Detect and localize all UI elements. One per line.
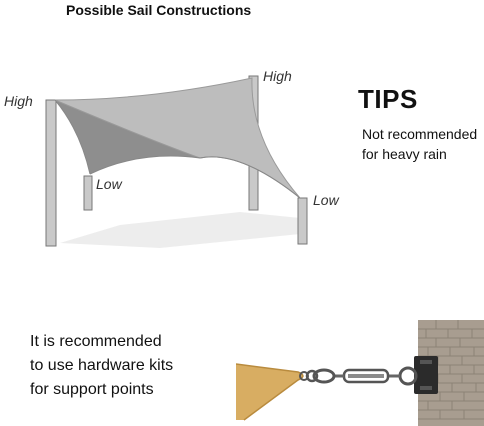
- label-low-right: Low: [313, 192, 339, 208]
- tips-text: Not recommended for heavy rain: [362, 124, 477, 164]
- pole-high-left: [45, 99, 57, 247]
- snap-hook: [305, 368, 336, 384]
- d-ring: [299, 371, 309, 381]
- pad-eye: [398, 366, 418, 386]
- ground-shadow: [60, 212, 300, 248]
- page-title: Possible Sail Constructions: [66, 2, 252, 18]
- recommendation-line: It is recommended: [30, 333, 162, 350]
- sail-main-part: [54, 77, 301, 199]
- wall-plate: [414, 356, 438, 394]
- label-low-left: Low: [96, 176, 122, 192]
- label-high-left: High: [4, 93, 33, 109]
- pole-low-right: [297, 197, 308, 245]
- tips-line: Not recommended: [362, 126, 478, 142]
- pole-low-left: [83, 175, 93, 211]
- recommendation-line: for support points: [30, 381, 154, 398]
- hardware-kit-illustration: [236, 320, 484, 426]
- turnbuckle: [334, 368, 400, 384]
- recommendation-line: to use hardware kits: [30, 357, 174, 374]
- tips-heading: TIPS: [358, 84, 418, 114]
- tips-line: for heavy rain: [362, 146, 447, 162]
- label-high-right: High: [263, 68, 292, 84]
- sail-fabric: [236, 364, 303, 420]
- sail-shadow-part: [55, 100, 200, 174]
- recommendation-text: It is recommended to use hardware kits f…: [30, 330, 173, 402]
